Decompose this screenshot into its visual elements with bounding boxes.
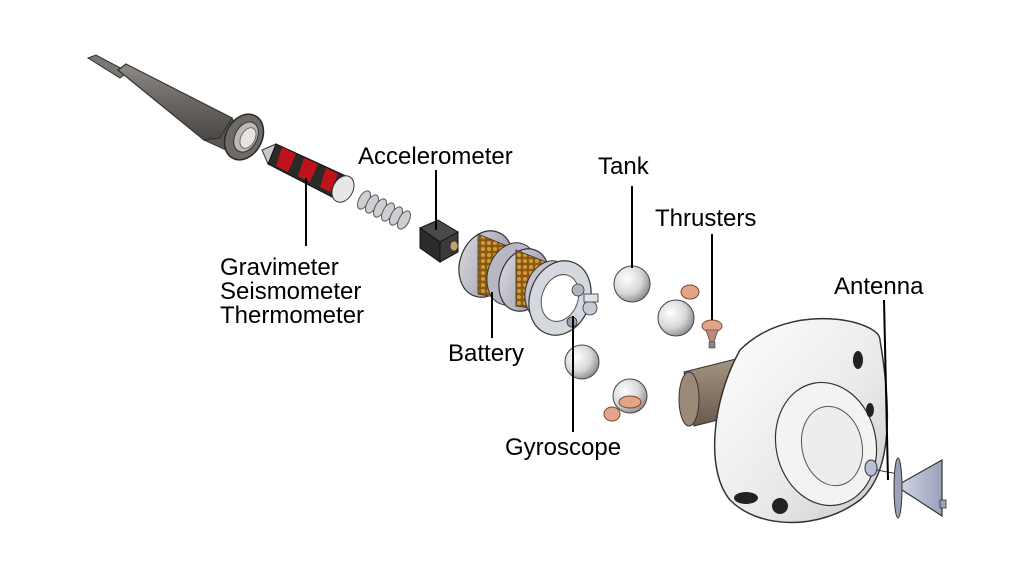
aeroshell <box>713 318 889 524</box>
spring <box>357 190 411 230</box>
accelerometer-unit <box>418 219 459 263</box>
label-thrusters: Thrusters <box>655 205 757 232</box>
label-gyroscope: Gyroscope <box>505 434 622 461</box>
label-thermometer: Thermometer <box>220 302 365 329</box>
leader-antenna <box>883 299 889 481</box>
label-seismometer: Seismometer <box>220 278 362 305</box>
label-tank: Tank <box>598 153 649 180</box>
label-accelerometer: Accelerometer <box>358 143 513 170</box>
label-antenna: Antenna <box>834 273 924 300</box>
label-battery: Battery <box>448 340 525 367</box>
label-sensor-stack: Gravimeter Seismometer Thermometer <box>220 256 364 328</box>
gyroscope-assembly <box>528 260 599 336</box>
sensor-package <box>261 143 355 203</box>
label-gravimeter: Gravimeter <box>220 254 339 281</box>
thrusters <box>603 284 723 422</box>
antenna <box>864 457 947 519</box>
penetrator-probe <box>86 54 265 161</box>
leader-lines <box>305 170 889 481</box>
